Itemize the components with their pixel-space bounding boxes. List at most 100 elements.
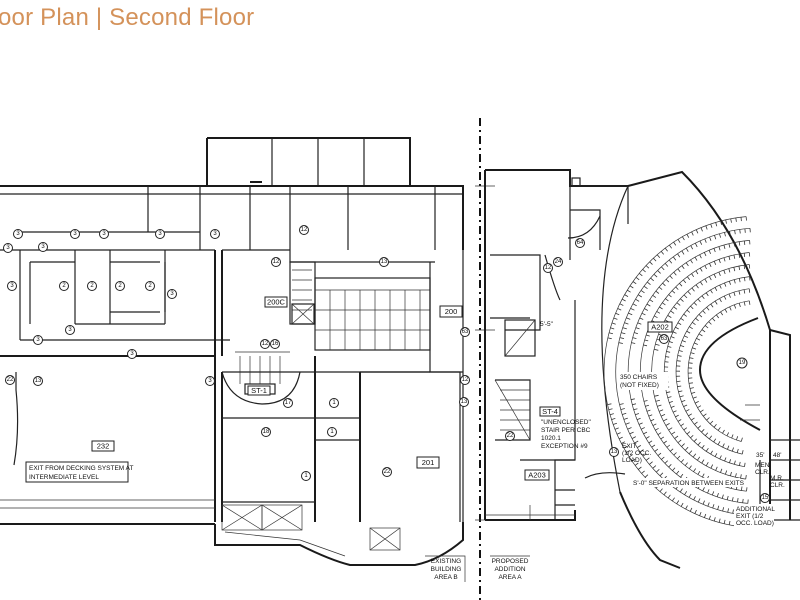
seat-mark	[621, 298, 626, 302]
seat-row-arc	[639, 252, 750, 492]
seat-mark	[675, 470, 680, 475]
existing-line: EXISTING	[431, 558, 461, 565]
seat-mark	[719, 455, 722, 460]
auditorium-seating	[603, 216, 751, 527]
seat-mark	[646, 409, 651, 412]
seat-mark	[673, 256, 677, 261]
seat-mark	[613, 317, 618, 320]
seat-mark	[724, 308, 728, 313]
seat-mark	[654, 349, 659, 351]
seat-mark	[651, 444, 656, 448]
svg-text:19: 19	[739, 360, 746, 366]
seat-mark	[637, 445, 642, 448]
seat-row-arc	[663, 276, 750, 468]
seat-mark	[649, 461, 653, 465]
tag-marker: 3	[70, 229, 80, 239]
seat-mark	[608, 332, 613, 335]
additional-exit-line: OCC. LOAD)	[736, 520, 774, 527]
svg-text:17: 17	[285, 400, 292, 406]
seat-mark	[645, 334, 650, 337]
seat-mark	[724, 282, 727, 287]
svg-text:3: 3	[41, 244, 45, 250]
tag-marker: 3	[155, 229, 165, 239]
seat-mark	[649, 299, 654, 303]
seat-mark	[719, 284, 722, 289]
seat-mark	[743, 265, 746, 270]
seat-mark	[710, 450, 713, 455]
seat-mark	[656, 254, 661, 258]
proposed-addition-note: PROPOSED ADDITION AREA A	[490, 555, 530, 581]
seat-mark	[719, 298, 722, 303]
seat-mark	[691, 287, 695, 292]
seat-mark	[680, 473, 684, 478]
seat-mark	[648, 440, 653, 444]
seat-mark	[708, 250, 711, 255]
seat-mark	[683, 404, 688, 407]
seat-mark	[731, 434, 734, 439]
seat-mark	[732, 509, 734, 514]
seat-mark	[615, 312, 620, 316]
seat-mark	[626, 317, 631, 320]
tag-marker: 3	[13, 229, 23, 239]
seat-mark	[631, 342, 636, 344]
seat-mark	[690, 305, 694, 310]
tag-marker: 24	[553, 257, 563, 267]
exit-load-note: EXIT (1/2 OCC. LOAD)	[622, 443, 651, 464]
seat-mark	[748, 300, 751, 305]
seat-mark	[706, 306, 710, 311]
room-number: 232	[97, 442, 110, 451]
existing-building-walls	[0, 137, 464, 566]
seat-mark	[695, 243, 698, 248]
stair-st1-label: ST-1	[247, 385, 271, 396]
tag-marker: 63	[460, 327, 470, 337]
seat-mark	[717, 427, 721, 431]
seat-mark	[668, 341, 673, 344]
seat-mark	[668, 464, 672, 468]
seat-mark	[676, 500, 680, 505]
seat-mark	[675, 326, 679, 330]
tag-marker: 3	[167, 289, 177, 299]
seat-mark	[656, 310, 661, 314]
seat-mark	[632, 403, 637, 406]
seat-mark	[708, 321, 712, 325]
svg-text:3: 3	[130, 351, 134, 357]
svg-text:3: 3	[16, 231, 20, 237]
seat-mark	[619, 303, 624, 306]
seat-mark	[697, 470, 701, 475]
seat-mark	[741, 450, 744, 455]
seat-mark	[676, 360, 681, 362]
proposed-line: AREA A	[498, 574, 522, 581]
seat-mark	[679, 282, 683, 287]
seat-mark	[633, 332, 639, 335]
seat-mark	[667, 396, 672, 399]
seat-mark	[685, 262, 689, 267]
svg-text:3: 3	[73, 231, 77, 237]
seat-mark	[623, 417, 628, 420]
seat-mark	[689, 357, 694, 359]
seat-mark	[728, 243, 731, 248]
tag-marker: 19	[736, 357, 748, 369]
seat-mark	[707, 502, 710, 507]
seat-mark	[738, 266, 741, 271]
room-200c-label: 200C	[264, 296, 288, 308]
exit-load-line: (1/2 OCC.	[622, 450, 651, 457]
seat-mark	[697, 425, 701, 429]
svg-text:2: 2	[118, 283, 122, 289]
seat-mark	[705, 462, 709, 466]
seat-mark	[705, 225, 708, 230]
seat-mark	[728, 268, 731, 273]
seat-mark	[735, 473, 737, 478]
seat-mark	[664, 298, 669, 302]
seat-mark	[664, 247, 668, 252]
seat-mark	[633, 408, 638, 411]
seat-mark	[728, 293, 731, 298]
seat-mark	[671, 431, 676, 435]
seat-mark	[639, 449, 644, 453]
seat-mark	[691, 231, 694, 236]
tag-marker: 13	[33, 376, 43, 386]
svg-text:3: 3	[102, 231, 106, 237]
exit-load-line: EXIT	[622, 443, 636, 450]
seat-mark	[706, 417, 710, 421]
seat-mark	[724, 457, 727, 462]
seat-mark	[676, 455, 681, 460]
